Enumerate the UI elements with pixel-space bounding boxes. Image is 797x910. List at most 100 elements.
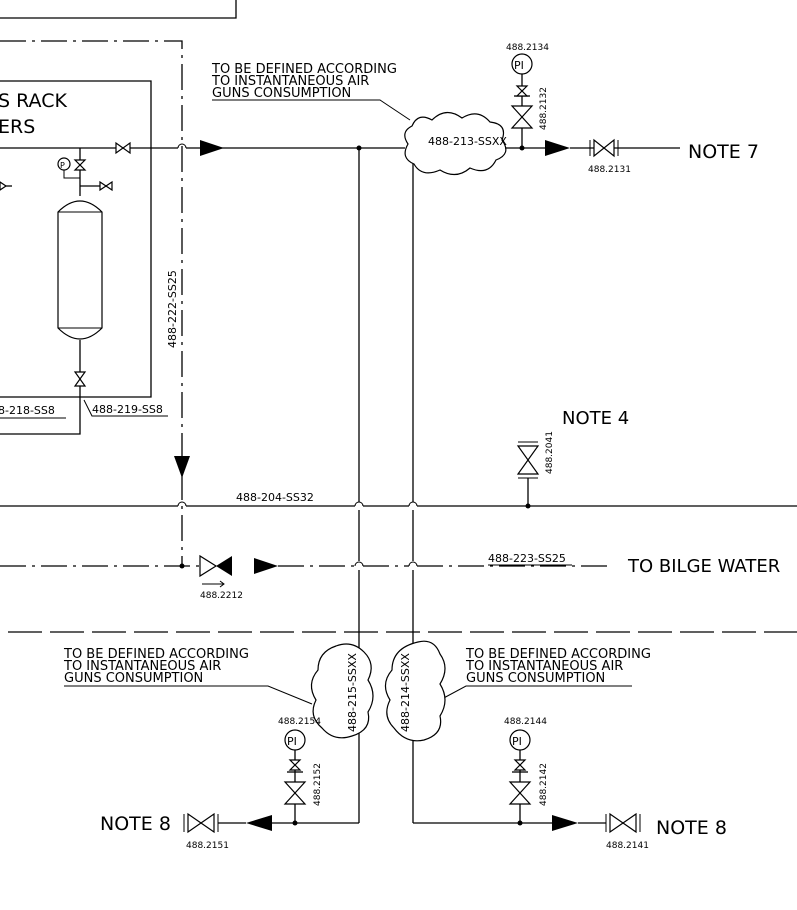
rack-valve-top-b	[73, 164, 87, 171]
note-8-left: NOTE 8	[100, 813, 171, 835]
note-4: NOTE 4	[562, 408, 629, 429]
needle-valve-right-b	[513, 764, 527, 771]
flow-arrow-note7	[545, 140, 570, 156]
valve-2131-a	[593, 138, 605, 158]
left-note-l2: TO INSTANTANEOUS AIR	[63, 659, 221, 674]
tag-2134: 488.2134	[506, 43, 549, 53]
note-8-right: NOTE 8	[656, 817, 727, 839]
valve-2142-b	[508, 792, 532, 805]
pi-label-2144: PI	[512, 735, 522, 748]
valve-2141-b	[621, 812, 637, 834]
line-label-219: 488-219-SS8	[92, 403, 163, 416]
line-label-204: 488-204-SS32	[236, 491, 314, 504]
note-7: NOTE 7	[688, 141, 759, 163]
rack-vent-left-valve	[0, 181, 8, 191]
line-label-214: 488-214-SSXX	[399, 653, 412, 732]
drain-valve-b	[73, 377, 87, 387]
pi-label-2154: PI	[287, 735, 297, 748]
top-note-l3: GUNS CONSUMPTION	[212, 86, 351, 101]
right-note-leader	[439, 685, 632, 701]
valve-2041-flanges	[518, 441, 538, 479]
valve-2142-a	[508, 781, 532, 794]
rack-vent-valve-a	[99, 180, 108, 192]
pi-icon-2154	[284, 729, 306, 751]
flow-arrow-right-bottom	[552, 815, 578, 831]
valve-2131-flanges	[589, 140, 619, 156]
rack-label-2: ERS	[0, 116, 35, 138]
tag-2041: 488.2041	[545, 431, 555, 474]
valve-2141-a	[609, 812, 625, 834]
skid-boundary-dashdot	[0, 40, 183, 565]
valve-2132-a	[510, 105, 534, 118]
to-bilge-water: TO BILGE WATER	[627, 556, 780, 577]
top-note-l2: TO INSTANTANEOUS AIR	[211, 74, 369, 89]
tag-2132: 488.2132	[539, 87, 549, 130]
rack-pi-icon	[57, 157, 71, 171]
rack-pi-branch	[63, 170, 80, 179]
top-note-l1: TO BE DEFINED ACCORDING	[211, 62, 397, 77]
valve-left-b	[121, 141, 131, 155]
check-valve-2212-a	[199, 554, 218, 578]
air-receiver-vessel	[57, 200, 103, 340]
drain-line	[0, 398, 81, 435]
valve-2152-a	[283, 781, 307, 794]
line-crossover	[177, 143, 187, 149]
flow-arrow-down	[174, 456, 190, 478]
line-label-215: 488-215-SSXX	[346, 653, 359, 732]
left-note-leader	[64, 685, 313, 705]
tag-2151: 488.2151	[186, 841, 229, 851]
revision-cloud-left	[310, 643, 374, 739]
tag-2144: 488.2144	[504, 717, 547, 727]
line-223-crossovers	[354, 561, 418, 567]
title-box-frame	[0, 0, 237, 19]
valve-left-a	[115, 141, 125, 155]
left-note-l1: TO BE DEFINED ACCORDING	[63, 647, 249, 662]
rack-piping	[79, 148, 110, 196]
needle-valve-top-b	[515, 90, 529, 97]
line-204-crossovers	[177, 501, 418, 507]
line-label-222: 488-222-SS25	[166, 270, 179, 348]
line-label-218: 8-218-SS8	[0, 404, 55, 417]
valve-2152-b	[283, 792, 307, 805]
valve-2151-b	[199, 812, 215, 834]
rack-box	[0, 80, 152, 398]
tee-point-1	[356, 145, 362, 151]
flow-arrow-bilge	[254, 558, 278, 574]
tag-2212: 488.2212	[200, 591, 243, 601]
tag-2142: 488.2142	[539, 763, 549, 806]
tag-2152: 488.2152	[313, 763, 323, 806]
valve-2131-b	[603, 138, 615, 158]
valve-2212-direction	[202, 580, 225, 588]
valve-2041-b	[516, 458, 540, 475]
rack-valve-top-a	[73, 159, 87, 166]
pi-icon-2134	[511, 53, 533, 75]
leader-219	[83, 399, 168, 417]
valve-2041-a	[516, 445, 540, 462]
tag-2154: 488.2154	[278, 717, 321, 727]
line-label-223: 488-223-SS25	[488, 552, 566, 565]
right-note-l1: TO BE DEFINED ACCORDING	[465, 647, 651, 662]
top-note-leader	[212, 99, 411, 121]
right-note-l3: GUNS CONSUMPTION	[466, 671, 605, 686]
left-note-l3: GUNS CONSUMPTION	[64, 671, 203, 686]
right-note-l2: TO INSTANTANEOUS AIR	[465, 659, 623, 674]
vessel-seams	[58, 211, 102, 329]
tee-223	[179, 563, 185, 569]
valve-2132-b	[510, 116, 534, 129]
flow-arrow-right	[200, 140, 224, 156]
needle-valve-right-a	[513, 759, 527, 766]
pi-label-2134: PI	[514, 59, 524, 72]
valve-2141-flanges	[605, 814, 641, 832]
tag-2141: 488.2141	[606, 841, 649, 851]
rack-vent-valve-b	[104, 180, 113, 192]
revision-cloud-right	[384, 640, 446, 742]
rack-label-1: S RACK	[0, 90, 67, 112]
needle-valve-top-a	[515, 85, 529, 92]
tag-2131: 488.2131	[588, 165, 631, 175]
needle-valve-left-b	[288, 764, 302, 771]
revision-cloud-top	[404, 111, 507, 176]
check-valve-2212-b	[216, 556, 232, 576]
rack-pi-label: P	[60, 161, 65, 170]
